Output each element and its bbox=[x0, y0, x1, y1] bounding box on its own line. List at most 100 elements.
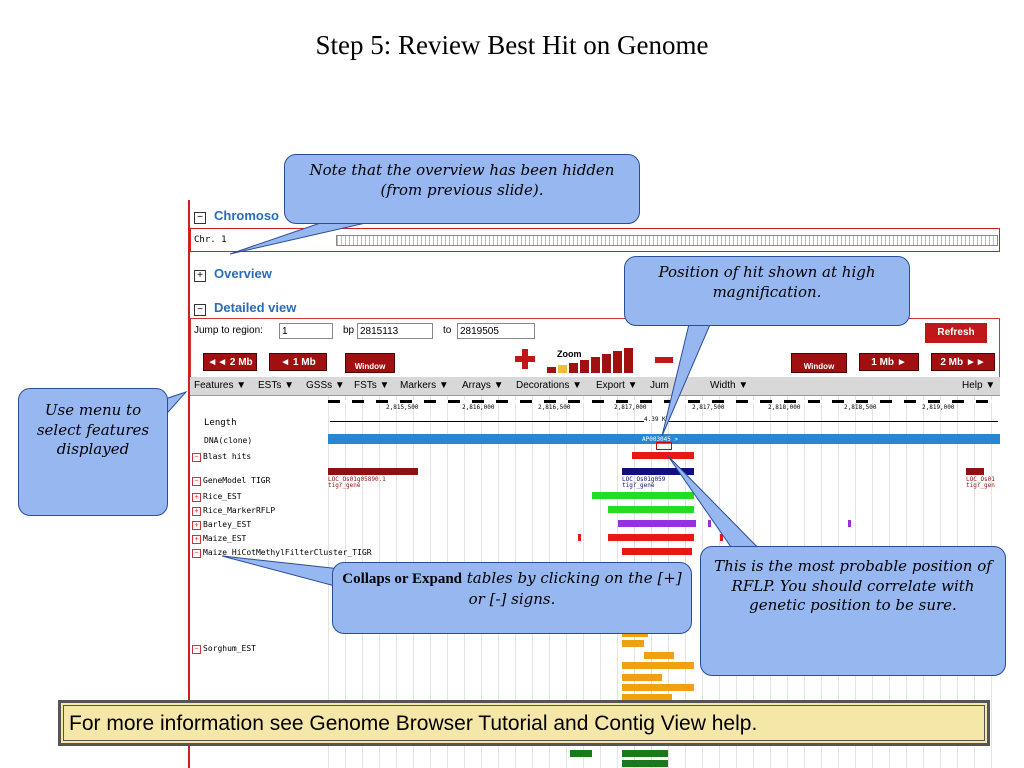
menu-markers[interactable]: Markers ▼ bbox=[400, 380, 449, 391]
zoom-out-plus-icon[interactable] bbox=[515, 349, 535, 369]
feature-menu-bar: Features ▼ ESTs ▼ GSSs ▼ FSTs ▼ Markers … bbox=[190, 377, 1000, 396]
track-label-blast[interactable]: −Blast hits bbox=[192, 452, 251, 462]
zoom-in-minus-icon[interactable] bbox=[655, 357, 673, 363]
collapse-icon[interactable]: − bbox=[192, 645, 201, 654]
jump-label: Jump to region: bbox=[194, 325, 263, 336]
expand-icon[interactable]: + bbox=[192, 535, 201, 544]
ruler-tick: 2,818,500 bbox=[844, 404, 877, 411]
menu-help[interactable]: Help ▼ bbox=[962, 380, 996, 391]
detailed-view-section-header[interactable]: −Detailed view bbox=[194, 300, 296, 316]
chromosome-section-header[interactable]: −Chromoso bbox=[194, 208, 279, 224]
menu-jump[interactable]: Jum bbox=[650, 380, 669, 391]
refresh-button[interactable]: Refresh bbox=[925, 323, 987, 343]
chromosome-section-label: Chromoso bbox=[214, 208, 279, 223]
end-position-input[interactable] bbox=[457, 323, 535, 339]
forward-window-button[interactable]: Window bbox=[791, 353, 847, 373]
maize-est-feature[interactable] bbox=[578, 534, 581, 541]
barley-est-feature[interactable] bbox=[618, 520, 696, 527]
rice-est-feature[interactable] bbox=[592, 492, 694, 499]
collapse-icon[interactable]: − bbox=[192, 549, 201, 558]
track-label-rice-est[interactable]: +Rice_EST bbox=[192, 492, 242, 502]
gene-model-feature[interactable] bbox=[966, 468, 984, 475]
green-est-feature[interactable] bbox=[622, 760, 668, 767]
clone-bar[interactable] bbox=[328, 434, 1000, 444]
gene-label: LOC_Os01g059 bbox=[622, 476, 666, 483]
track-label-length: Length bbox=[204, 418, 237, 428]
chromosome-label: Chr. 1 bbox=[194, 235, 227, 245]
menu-gsss[interactable]: GSSs ▼ bbox=[306, 380, 345, 391]
track-label-maize[interactable]: +Maize_EST bbox=[192, 534, 246, 544]
ruler-tick: 2,815,500 bbox=[386, 404, 419, 411]
ruler-tick: 2,818,000 bbox=[768, 404, 801, 411]
menu-decorations[interactable]: Decorations ▼ bbox=[516, 380, 583, 391]
length-value: 4.39 Kb bbox=[644, 416, 670, 423]
chromosome-ideogram-row: Chr. 1 bbox=[190, 228, 1000, 252]
zoom-level-bars[interactable] bbox=[547, 347, 643, 373]
sorghum-est-feature[interactable] bbox=[622, 684, 694, 691]
expand-icon[interactable]: + bbox=[192, 507, 201, 516]
callout-position-hit: Position of hit shown at high magnificat… bbox=[624, 256, 910, 326]
hit-highlight-box bbox=[656, 442, 672, 450]
methyl-cluster-feature[interactable] bbox=[622, 548, 692, 555]
forward-2mb-button[interactable]: 2 Mb ►► bbox=[931, 353, 995, 371]
menu-fsts[interactable]: FSTs ▼ bbox=[354, 380, 390, 391]
back-window-button[interactable]: Window bbox=[345, 353, 395, 373]
gene-model-feature[interactable] bbox=[622, 468, 694, 475]
chromosome-ideogram[interactable] bbox=[336, 235, 998, 246]
green-est-feature[interactable] bbox=[570, 750, 592, 757]
footer-text: For more information see Genome Browser … bbox=[69, 712, 758, 735]
collapse-icon[interactable]: − bbox=[192, 477, 201, 486]
sorghum-est-feature[interactable] bbox=[622, 674, 662, 681]
sorghum-est-feature[interactable] bbox=[622, 694, 672, 701]
barley-est-feature[interactable] bbox=[708, 520, 711, 527]
ruler-bar bbox=[328, 400, 1000, 403]
collapse-icon[interactable]: − bbox=[192, 453, 201, 462]
menu-ests[interactable]: ESTs ▼ bbox=[258, 380, 295, 391]
maize-est-feature[interactable] bbox=[608, 534, 694, 541]
blast-hit[interactable] bbox=[632, 452, 694, 459]
sorghum-est-feature[interactable] bbox=[644, 652, 674, 659]
clone-label: AP003045 > bbox=[642, 436, 679, 443]
track-label-genemodel[interactable]: −GeneModel TIGR bbox=[192, 476, 270, 486]
menu-width[interactable]: Width ▼ bbox=[710, 380, 749, 391]
menu-arrays[interactable]: Arrays ▼ bbox=[462, 380, 504, 391]
menu-features[interactable]: Features ▼ bbox=[194, 380, 247, 391]
menu-export[interactable]: Export ▼ bbox=[596, 380, 638, 391]
track-label-barley[interactable]: +Barley_EST bbox=[192, 520, 251, 530]
gene-sublabel: tigr_gene bbox=[622, 482, 655, 489]
overview-section-header[interactable]: + Overview bbox=[194, 266, 272, 282]
back-2mb-button[interactable]: ◄◄ 2 Mb bbox=[203, 353, 257, 371]
forward-1mb-button[interactable]: 1 Mb ► bbox=[859, 353, 919, 371]
callout-collapse-expand: Collaps or Expand tables by clicking on … bbox=[332, 562, 692, 634]
barley-est-feature[interactable] bbox=[848, 520, 851, 527]
gene-sublabel: tigr_gen bbox=[966, 482, 995, 489]
gene-model-feature[interactable] bbox=[328, 468, 418, 475]
collapse-icon[interactable]: − bbox=[194, 304, 206, 316]
collapse-icon[interactable]: − bbox=[194, 212, 206, 224]
gene-sublabel: tigr_gene bbox=[328, 482, 361, 489]
ruler-tick: 2,816,000 bbox=[462, 404, 495, 411]
ruler-tick: 2,816,500 bbox=[538, 404, 571, 411]
start-position-input[interactable] bbox=[357, 323, 433, 339]
expand-icon[interactable]: + bbox=[192, 521, 201, 530]
bp-label: bp bbox=[343, 325, 355, 336]
gene-label: LOC_Os01 bbox=[966, 476, 995, 483]
sorghum-est-feature[interactable] bbox=[622, 640, 644, 647]
chromosome-input[interactable] bbox=[279, 323, 333, 339]
sorghum-est-feature[interactable] bbox=[622, 662, 694, 669]
track-label-sorghum[interactable]: −Sorghum_EST bbox=[192, 644, 256, 654]
track-label-rice-rflp[interactable]: +Rice_MarkerRFLP bbox=[192, 506, 275, 516]
rflp-marker-feature[interactable] bbox=[608, 506, 694, 513]
expand-icon[interactable]: + bbox=[192, 493, 201, 502]
callout-overview-hidden: Note that the overview has been hidden (… bbox=[284, 154, 640, 224]
slide-title: Step 5: Review Best Hit on Genome bbox=[315, 30, 709, 60]
ruler-tick: 2,819,000 bbox=[922, 404, 955, 411]
green-est-feature[interactable] bbox=[622, 750, 668, 757]
track-label-methyl[interactable]: −Maize_HiCotMethylFilterCluster_TIGR bbox=[192, 548, 372, 558]
back-1mb-button[interactable]: ◄ 1 Mb bbox=[269, 353, 327, 371]
maize-est-feature[interactable] bbox=[720, 534, 723, 541]
ruler-tick: 2,817,500 bbox=[692, 404, 725, 411]
expand-icon[interactable]: + bbox=[194, 270, 206, 282]
overview-section-label: Overview bbox=[214, 266, 272, 281]
